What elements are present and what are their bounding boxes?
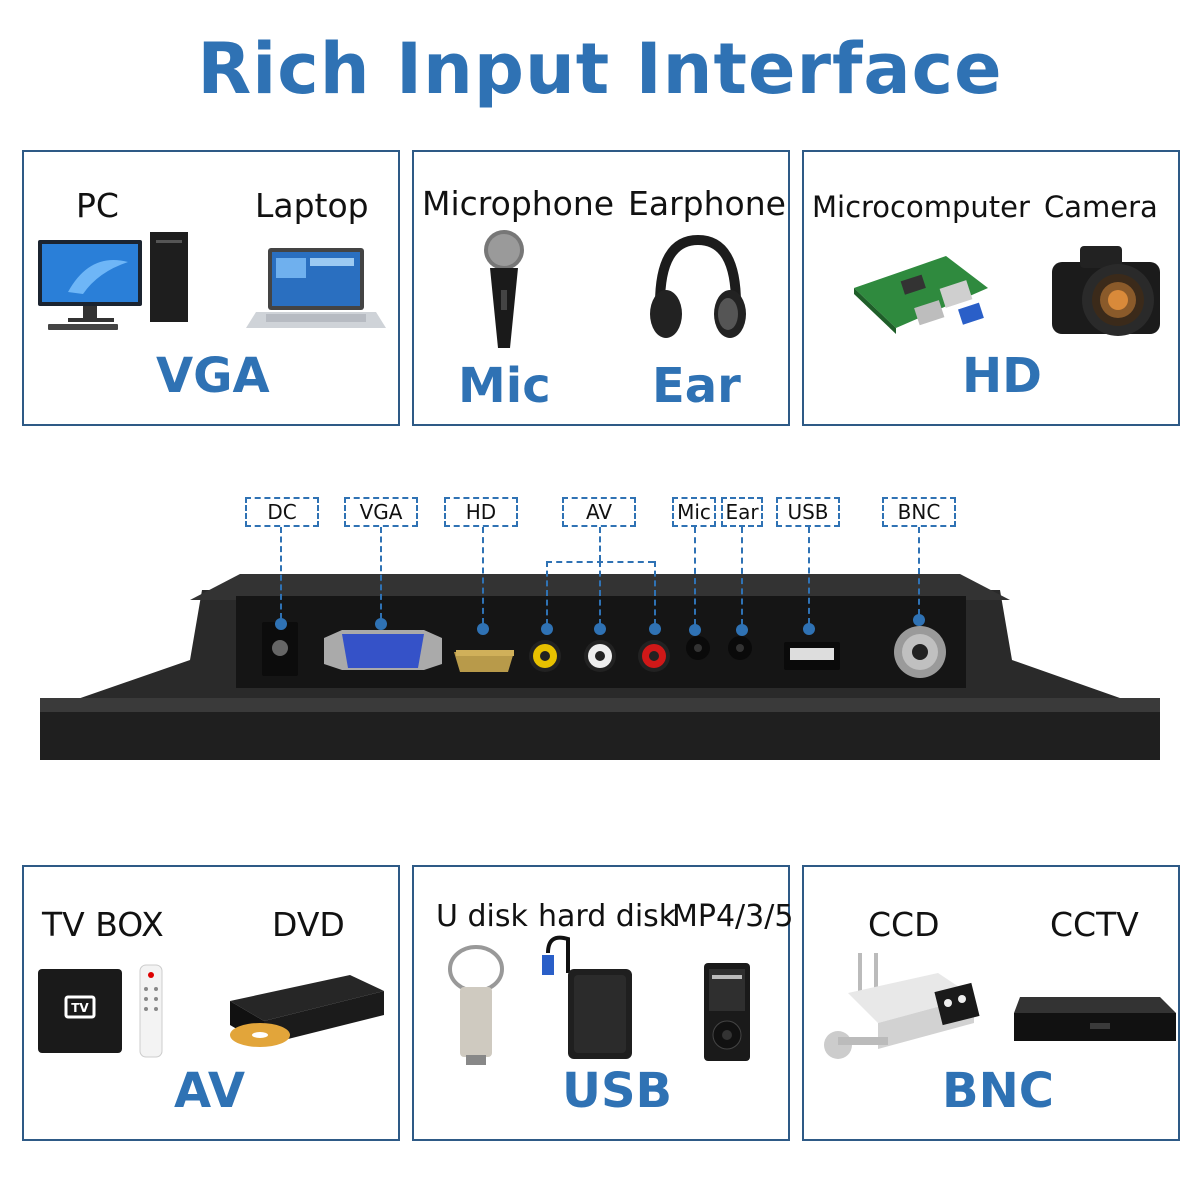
connector-bnc xyxy=(918,527,920,615)
microphone-icon xyxy=(484,230,524,348)
connector-dot-vga xyxy=(375,618,387,630)
port-label-ear: Ear xyxy=(721,497,763,527)
tv-box-icon: TV xyxy=(38,964,163,1058)
connector-mic xyxy=(694,527,696,625)
dvd-player-icon xyxy=(230,975,384,1047)
panel-av: TV BOX DVD TV AV xyxy=(22,865,400,1141)
connector-dot-av-white xyxy=(594,623,606,635)
interface-hd: HD xyxy=(962,348,1043,404)
connector-usb xyxy=(808,527,810,624)
label-u-disk: U disk xyxy=(436,899,528,934)
port-label-mic: Mic xyxy=(672,497,716,527)
port-label-dc: DC xyxy=(245,497,319,527)
label-tv-box: TV BOX xyxy=(42,905,164,944)
panel-hd: Microcomputer Camera HD xyxy=(802,150,1180,426)
label-dvd: DVD xyxy=(272,905,345,944)
page-title: Rich Input Interface xyxy=(197,28,1003,110)
connector-dot-ear xyxy=(736,624,748,636)
panel-usb: U disk hard disk MP4/3/5 USB xyxy=(412,865,794,1141)
connector-dot-mic xyxy=(689,624,701,636)
panel-mic-ear: Microphone Earphone Mic Ear xyxy=(412,150,790,426)
desktop-pc-icon xyxy=(38,232,188,330)
port-label-usb: USB xyxy=(776,497,840,527)
connector-av-yellow xyxy=(546,561,548,625)
connector-dot-bnc xyxy=(913,614,925,626)
cctv-recorder-icon xyxy=(1014,997,1176,1041)
label-microcomputer: Microcomputer xyxy=(812,190,1030,224)
connector-hd xyxy=(482,527,484,624)
interface-usb: USB xyxy=(562,1063,673,1119)
port-label-av: AV xyxy=(562,497,636,527)
label-earphone: Earphone xyxy=(628,184,786,223)
interface-vga: VGA xyxy=(156,348,270,404)
connector-vga xyxy=(380,527,382,619)
label-pc: PC xyxy=(76,186,119,225)
connector-dot-hd xyxy=(477,623,489,635)
connector-dot-dc xyxy=(275,618,287,630)
interface-bnc: BNC xyxy=(942,1063,1054,1119)
interface-mic: Mic xyxy=(458,358,551,414)
connector-dc xyxy=(280,527,282,619)
port-label-hd: HD xyxy=(444,497,518,527)
connector-av xyxy=(599,527,601,561)
label-ccd: CCD xyxy=(868,905,940,944)
headphones-icon xyxy=(650,234,746,338)
svg-text:TV: TV xyxy=(71,1001,89,1015)
port-label-vga: VGA xyxy=(344,497,418,527)
panel-bnc: CCD CCTV BNC xyxy=(802,865,1180,1141)
label-microphone: Microphone xyxy=(422,184,615,223)
connector-ear xyxy=(741,527,743,625)
usb-flash-drive-icon xyxy=(448,945,504,1065)
label-hard-disk: hard disk xyxy=(538,899,677,934)
connector-dot-av-yellow xyxy=(541,623,553,635)
label-cctv: CCTV xyxy=(1050,905,1139,944)
raspberry-pi-board-icon xyxy=(854,256,988,334)
interface-ear: Ear xyxy=(652,358,741,414)
external-hard-disk-icon xyxy=(542,935,632,1059)
label-laptop: Laptop xyxy=(255,186,369,225)
laptop-icon xyxy=(246,248,386,328)
connector-av-white xyxy=(599,561,601,625)
label-camera: Camera xyxy=(1044,190,1158,224)
monitor-rear-panel xyxy=(40,574,1160,760)
connector-dot-av-red xyxy=(649,623,661,635)
connector-dot-usb xyxy=(803,623,815,635)
mp4-player-icon xyxy=(704,963,750,1061)
label-mp4: MP4/3/5 xyxy=(672,899,794,934)
interface-av: AV xyxy=(174,1063,246,1119)
dslr-camera-icon xyxy=(1052,246,1160,336)
port-label-bnc: BNC xyxy=(882,497,956,527)
connector-av-red xyxy=(654,561,656,625)
ccd-camera-icon xyxy=(824,953,980,1059)
panel-vga: PC Laptop VGA xyxy=(22,150,400,426)
